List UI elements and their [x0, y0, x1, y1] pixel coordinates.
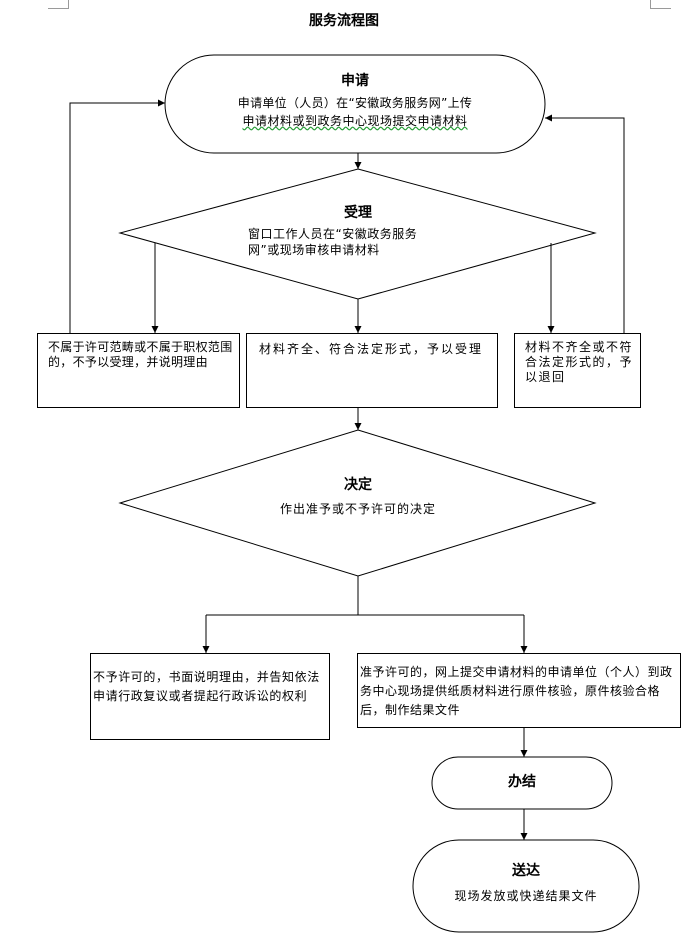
accepted-text: 材料齐全、符合法定形式，予以受理: [259, 342, 484, 356]
apply-heading: 申请: [341, 73, 369, 89]
apply-description-line2: 申请材料或到政务中心现场提交申请材料: [242, 114, 468, 128]
accept-heading: 受理: [344, 205, 372, 221]
apply-node-shape: [164, 54, 546, 154]
arrow-reject-back-to-apply: [69, 99, 165, 333]
page-corner-mark-right: [650, 0, 671, 9]
finish-heading: 办结: [508, 774, 536, 790]
deliver-node-shape: [412, 839, 640, 933]
grant-box: 准予许可的，网上提交申请材料的申请单位（个人）到政务中心现场提供纸质材料进行原件…: [357, 653, 681, 728]
accept-description-line2: 网”或现场审核申请材料: [248, 243, 380, 257]
arrow-returned-back-to-apply: [545, 114, 625, 333]
reject-box: 不属于许可范畴或不属于职权范围的，不予以受理，并说明理由: [37, 333, 240, 408]
returned-box: 材料不齐全或不符合法定形式的，予以退回: [514, 333, 641, 408]
deny-text: 不予许可的，书面说明理由，并告知依法申请行政复议或者提起行政诉讼的权利: [93, 670, 320, 703]
deliver-description: 现场发放或快递结果文件: [454, 889, 598, 903]
accept-description-line1: 窗口工作人员在“安徽政务服务: [248, 227, 418, 241]
diagram-title: 服务流程图: [309, 13, 379, 29]
finish-node-shape: [431, 756, 613, 810]
reject-text: 不属于许可范畴或不属于职权范围的，不予以受理，并说明理由: [48, 340, 233, 369]
page-corner-mark-left: [48, 0, 69, 9]
grant-text: 准予许可的，网上提交申请材料的申请单位（个人）到政务中心现场提供纸质材料进行原件…: [360, 665, 673, 717]
deliver-heading: 送达: [512, 863, 540, 879]
decide-heading: 决定: [344, 477, 372, 493]
apply-description-line1: 申请单位（人员）在“安徽政务服务网”上传: [237, 96, 473, 110]
decide-description: 作出准予或不予许可的决定: [279, 502, 436, 516]
deny-box: 不予许可的，书面说明理由，并告知依法申请行政复议或者提起行政诉讼的权利: [90, 653, 330, 740]
returned-text: 材料不齐全或不符合法定形式的，予以退回: [525, 340, 634, 384]
accepted-box: 材料齐全、符合法定形式，予以受理: [246, 333, 498, 408]
